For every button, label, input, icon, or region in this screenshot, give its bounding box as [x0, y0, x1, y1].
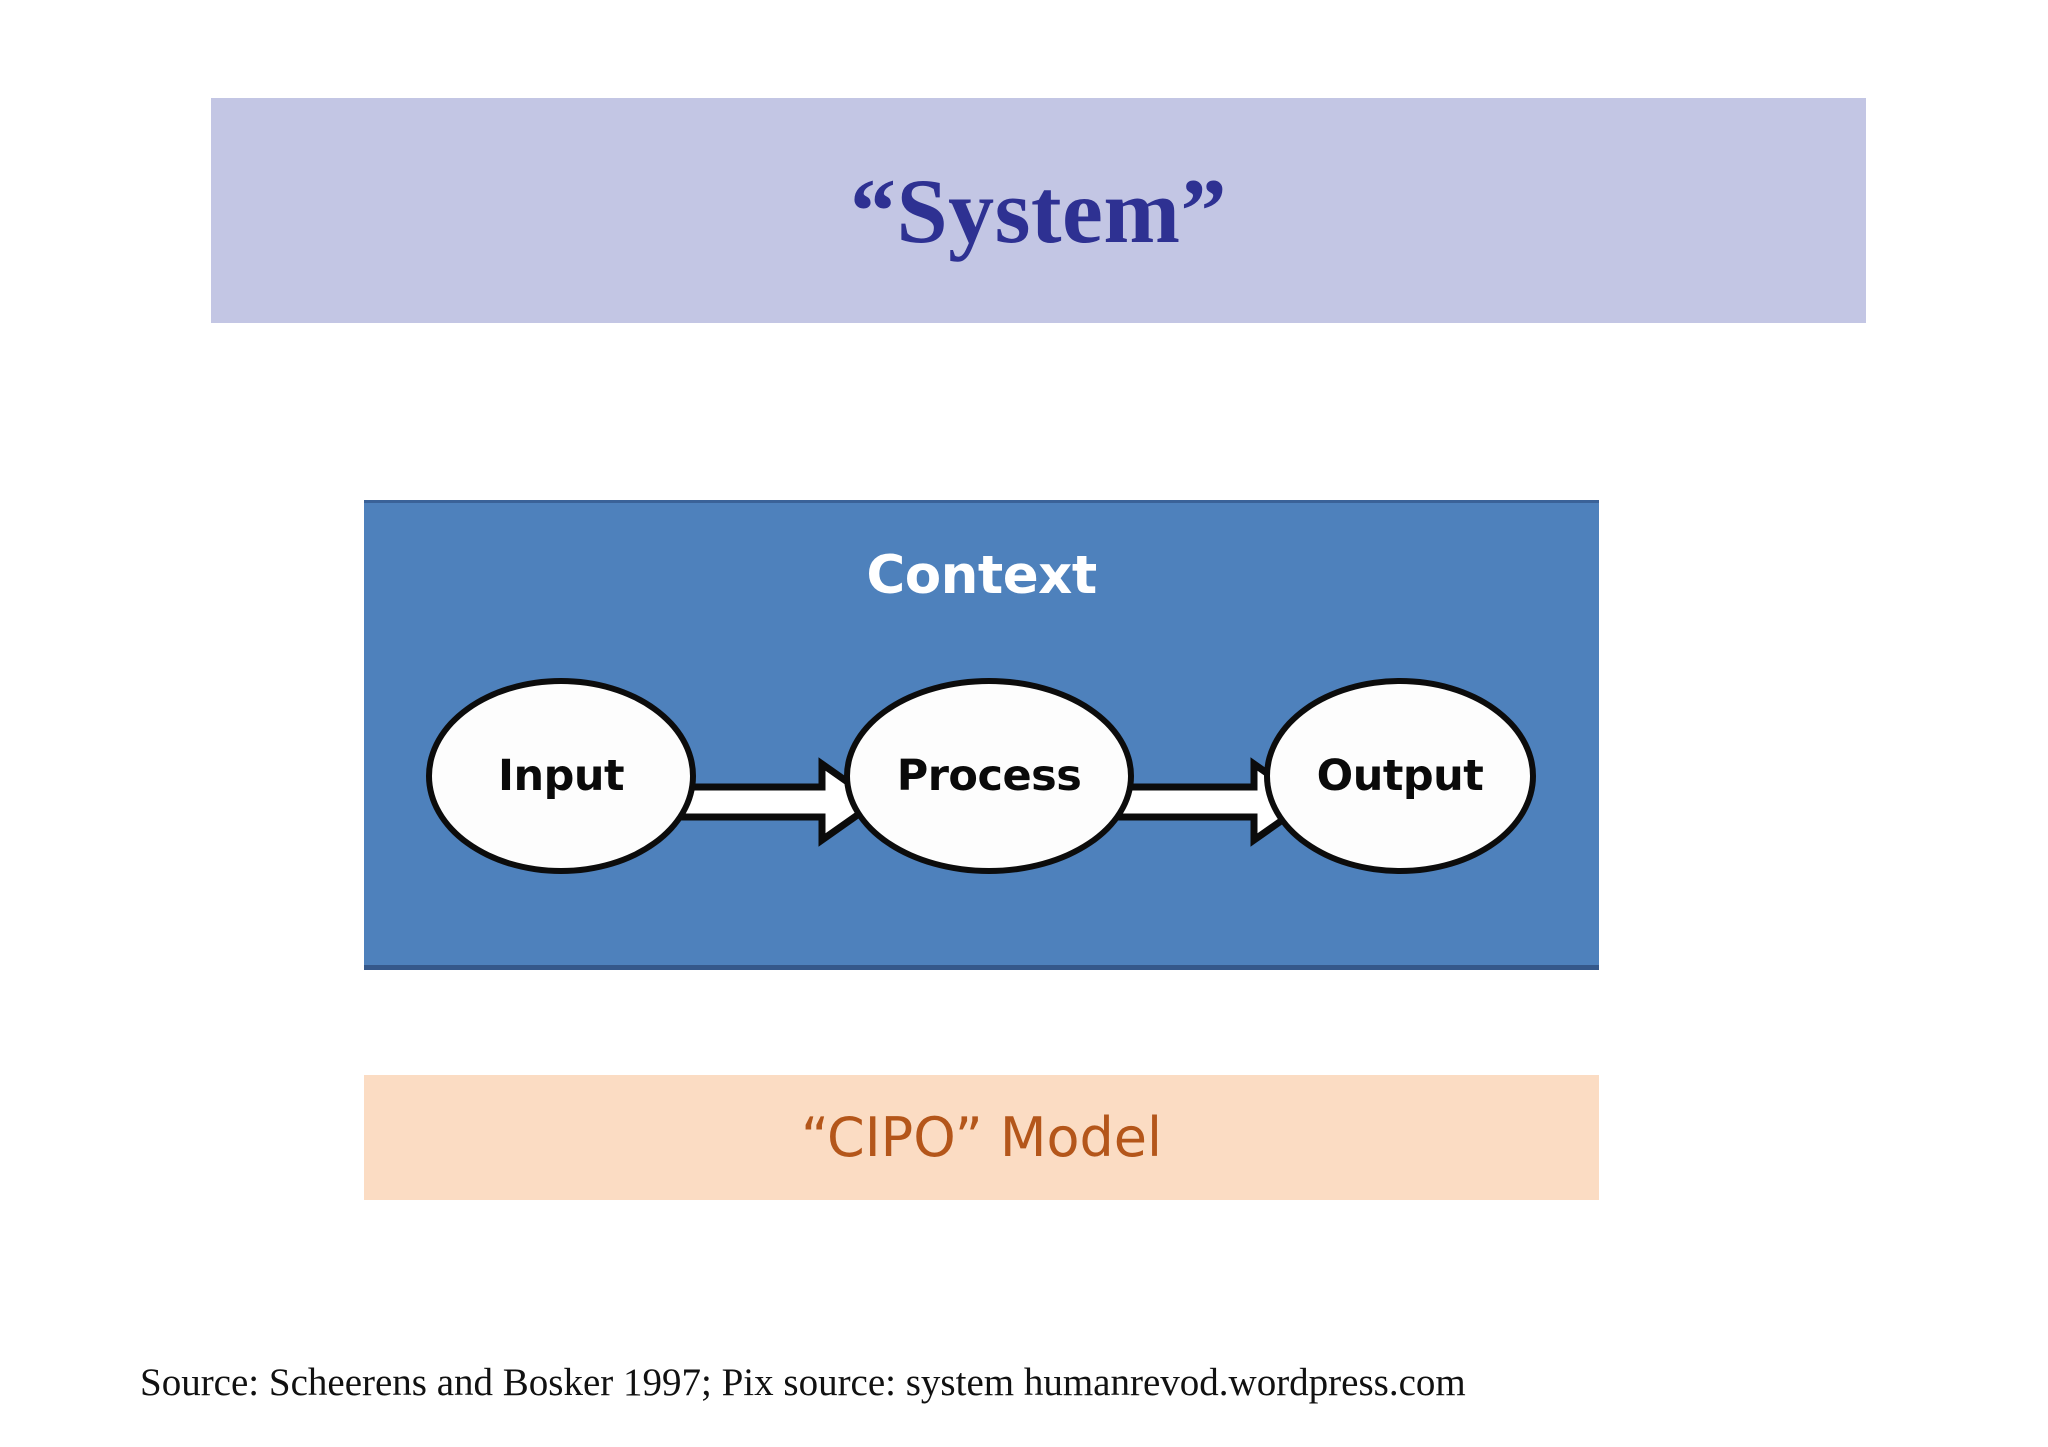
context-container: Context Input Process Output: [364, 500, 1599, 970]
right-arrow-icon: [672, 754, 883, 855]
flow-row: Input Process Output: [364, 678, 1599, 878]
context-label: Context: [866, 545, 1097, 606]
node-input: Input: [426, 678, 696, 874]
caption-banner: “CIPO” Model: [364, 1075, 1599, 1200]
caption-text: “CIPO” Model: [800, 1106, 1163, 1169]
page-title: “System”: [849, 159, 1228, 262]
node-process-label: Process: [896, 751, 1082, 801]
node-input-label: Input: [497, 751, 625, 801]
node-output: Output: [1264, 678, 1536, 874]
title-banner: “System”: [211, 98, 1866, 323]
source-note: Source: Scheerens and Bosker 1997; Pix s…: [140, 1361, 1466, 1404]
node-output-label: Output: [1316, 751, 1484, 801]
node-process: Process: [844, 678, 1134, 874]
